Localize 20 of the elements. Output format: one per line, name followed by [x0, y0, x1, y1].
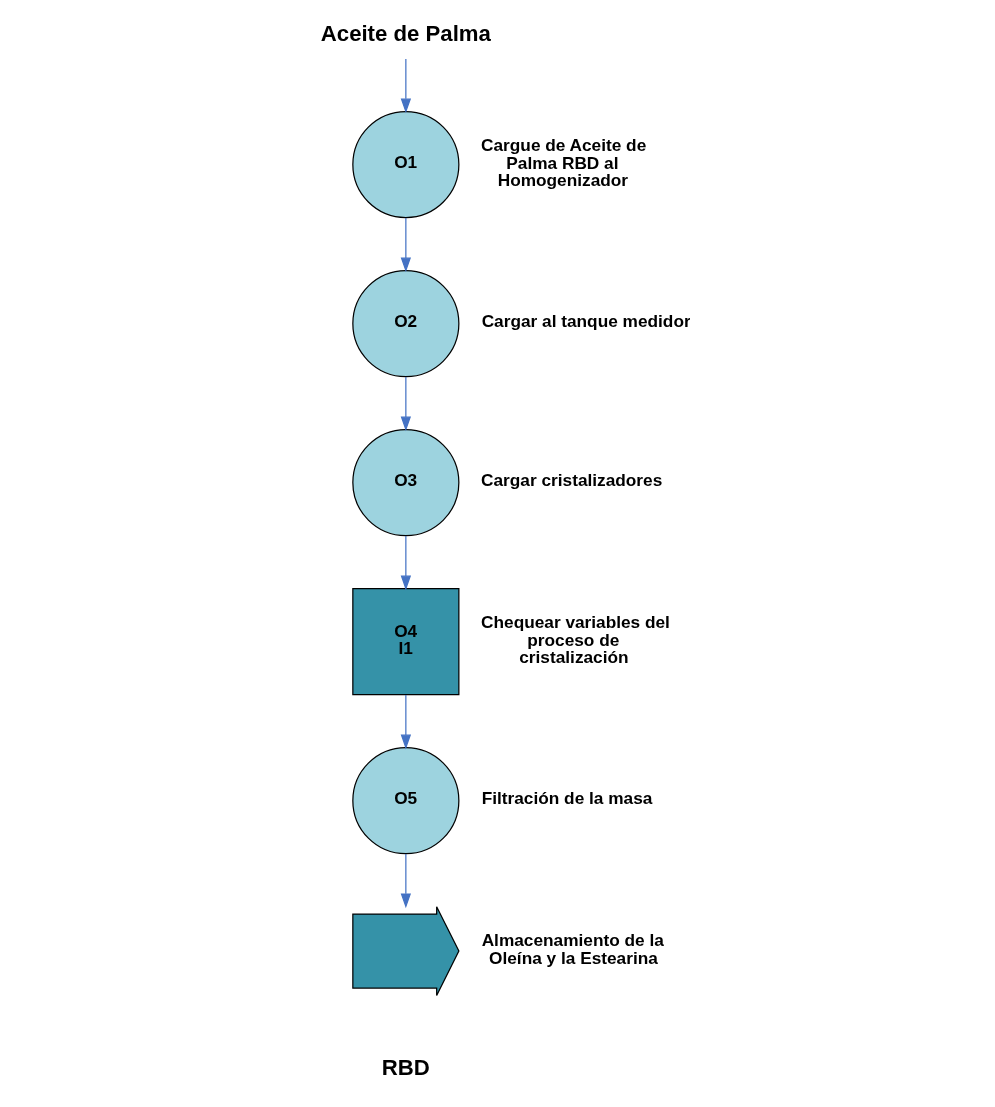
node-label: Almacenamiento de la Oleína y la Estearina — [481, 930, 664, 968]
node-label: Cargar cristalizadores — [480, 469, 662, 490]
arrow — [400, 58, 411, 114]
node-label: Chequear variables del proceso de cristalización — [480, 612, 670, 667]
node-arrow — [351, 906, 460, 997]
node-label: Filtración de la masa — [481, 787, 652, 808]
arrow — [400, 535, 411, 591]
node-box: O4 I1 — [351, 588, 459, 696]
arrow — [400, 376, 411, 432]
node-circle: O1 — [351, 110, 459, 219]
arrow — [400, 217, 411, 273]
arrow — [400, 694, 411, 750]
arrow — [400, 853, 411, 909]
label: RBD — [381, 1054, 430, 1080]
node-text: Aceite de Palma — [320, 20, 491, 46]
node-circle: O3 — [351, 429, 459, 537]
node-label: Cargue de Aceite de Palma RBD al Homogenizador — [480, 135, 646, 190]
node-circle: O5 — [351, 747, 459, 855]
node-circle: O2 — [351, 269, 459, 378]
node-label: Cargar al tanque medidor — [481, 310, 691, 331]
